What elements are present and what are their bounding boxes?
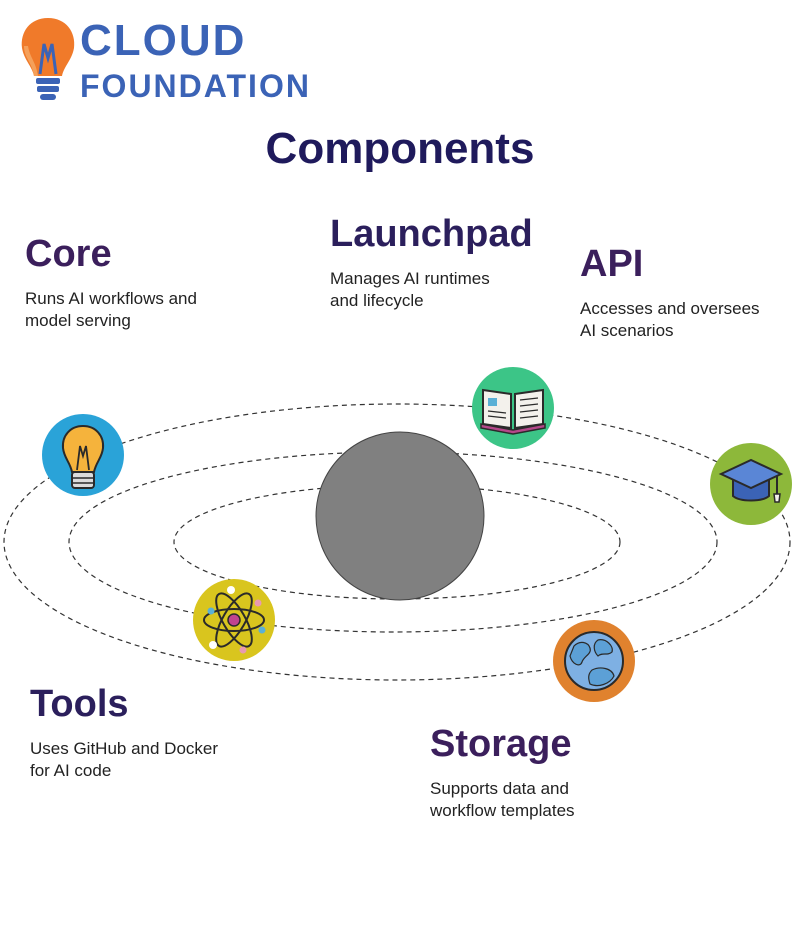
inner-orbit xyxy=(173,484,621,600)
component-tools: Tools Uses GitHub and Docker for AI code xyxy=(30,683,260,782)
launchpad-title: Launchpad xyxy=(330,213,533,255)
api-title: API xyxy=(580,243,644,285)
cloud-foundation-logo: CLOUD FOUNDATION xyxy=(18,14,348,106)
storage-desc-line2: workflow templates xyxy=(430,800,575,820)
tools-title: Tools xyxy=(30,683,129,725)
launchpad-description: Manages AI runtimes and lifecycle xyxy=(330,268,560,312)
outer-orbit xyxy=(3,403,791,681)
lightbulb-icon xyxy=(42,414,124,496)
component-api: API Accesses and oversees AI scenarios xyxy=(580,243,795,342)
lightbulb-logo-icon xyxy=(21,18,75,100)
graduation-cap-icon xyxy=(710,443,792,525)
storage-description: Supports data and workflow templates xyxy=(430,778,660,822)
launchpad-desc-line1: Manages AI runtimes xyxy=(330,268,490,288)
page-title: Components xyxy=(265,124,535,173)
globe-icon xyxy=(553,620,635,702)
storage-title: Storage xyxy=(430,723,572,765)
component-core: Core Runs AI workflows and model serving xyxy=(25,233,245,332)
atom-icon xyxy=(193,579,275,661)
logo-word-cloud: CLOUD xyxy=(80,16,247,65)
logo-word-foundation: FOUNDATION xyxy=(80,68,311,104)
launchpad-desc-line2: and lifecycle xyxy=(330,290,424,310)
api-desc-line2: AI scenarios xyxy=(580,320,674,340)
tools-desc-line1: Uses GitHub and Docker xyxy=(30,738,219,758)
center-planet xyxy=(315,431,485,601)
tools-description: Uses GitHub and Docker for AI code xyxy=(30,738,260,782)
component-launchpad: Launchpad Manages AI runtimes and lifecy… xyxy=(330,213,560,312)
core-title: Core xyxy=(25,233,112,275)
component-storage: Storage Supports data and workflow templ… xyxy=(430,723,660,822)
storage-desc-line1: Supports data and xyxy=(430,778,569,798)
api-desc-line1: Accesses and oversees xyxy=(580,298,760,318)
open-book-icon xyxy=(472,367,554,449)
tools-desc-line2: for AI code xyxy=(30,760,112,780)
core-desc-line2: model serving xyxy=(25,310,131,330)
api-description: Accesses and oversees AI scenarios xyxy=(580,298,795,342)
core-desc-line1: Runs AI workflows and xyxy=(25,288,197,308)
core-description: Runs AI workflows and model serving xyxy=(25,288,245,332)
